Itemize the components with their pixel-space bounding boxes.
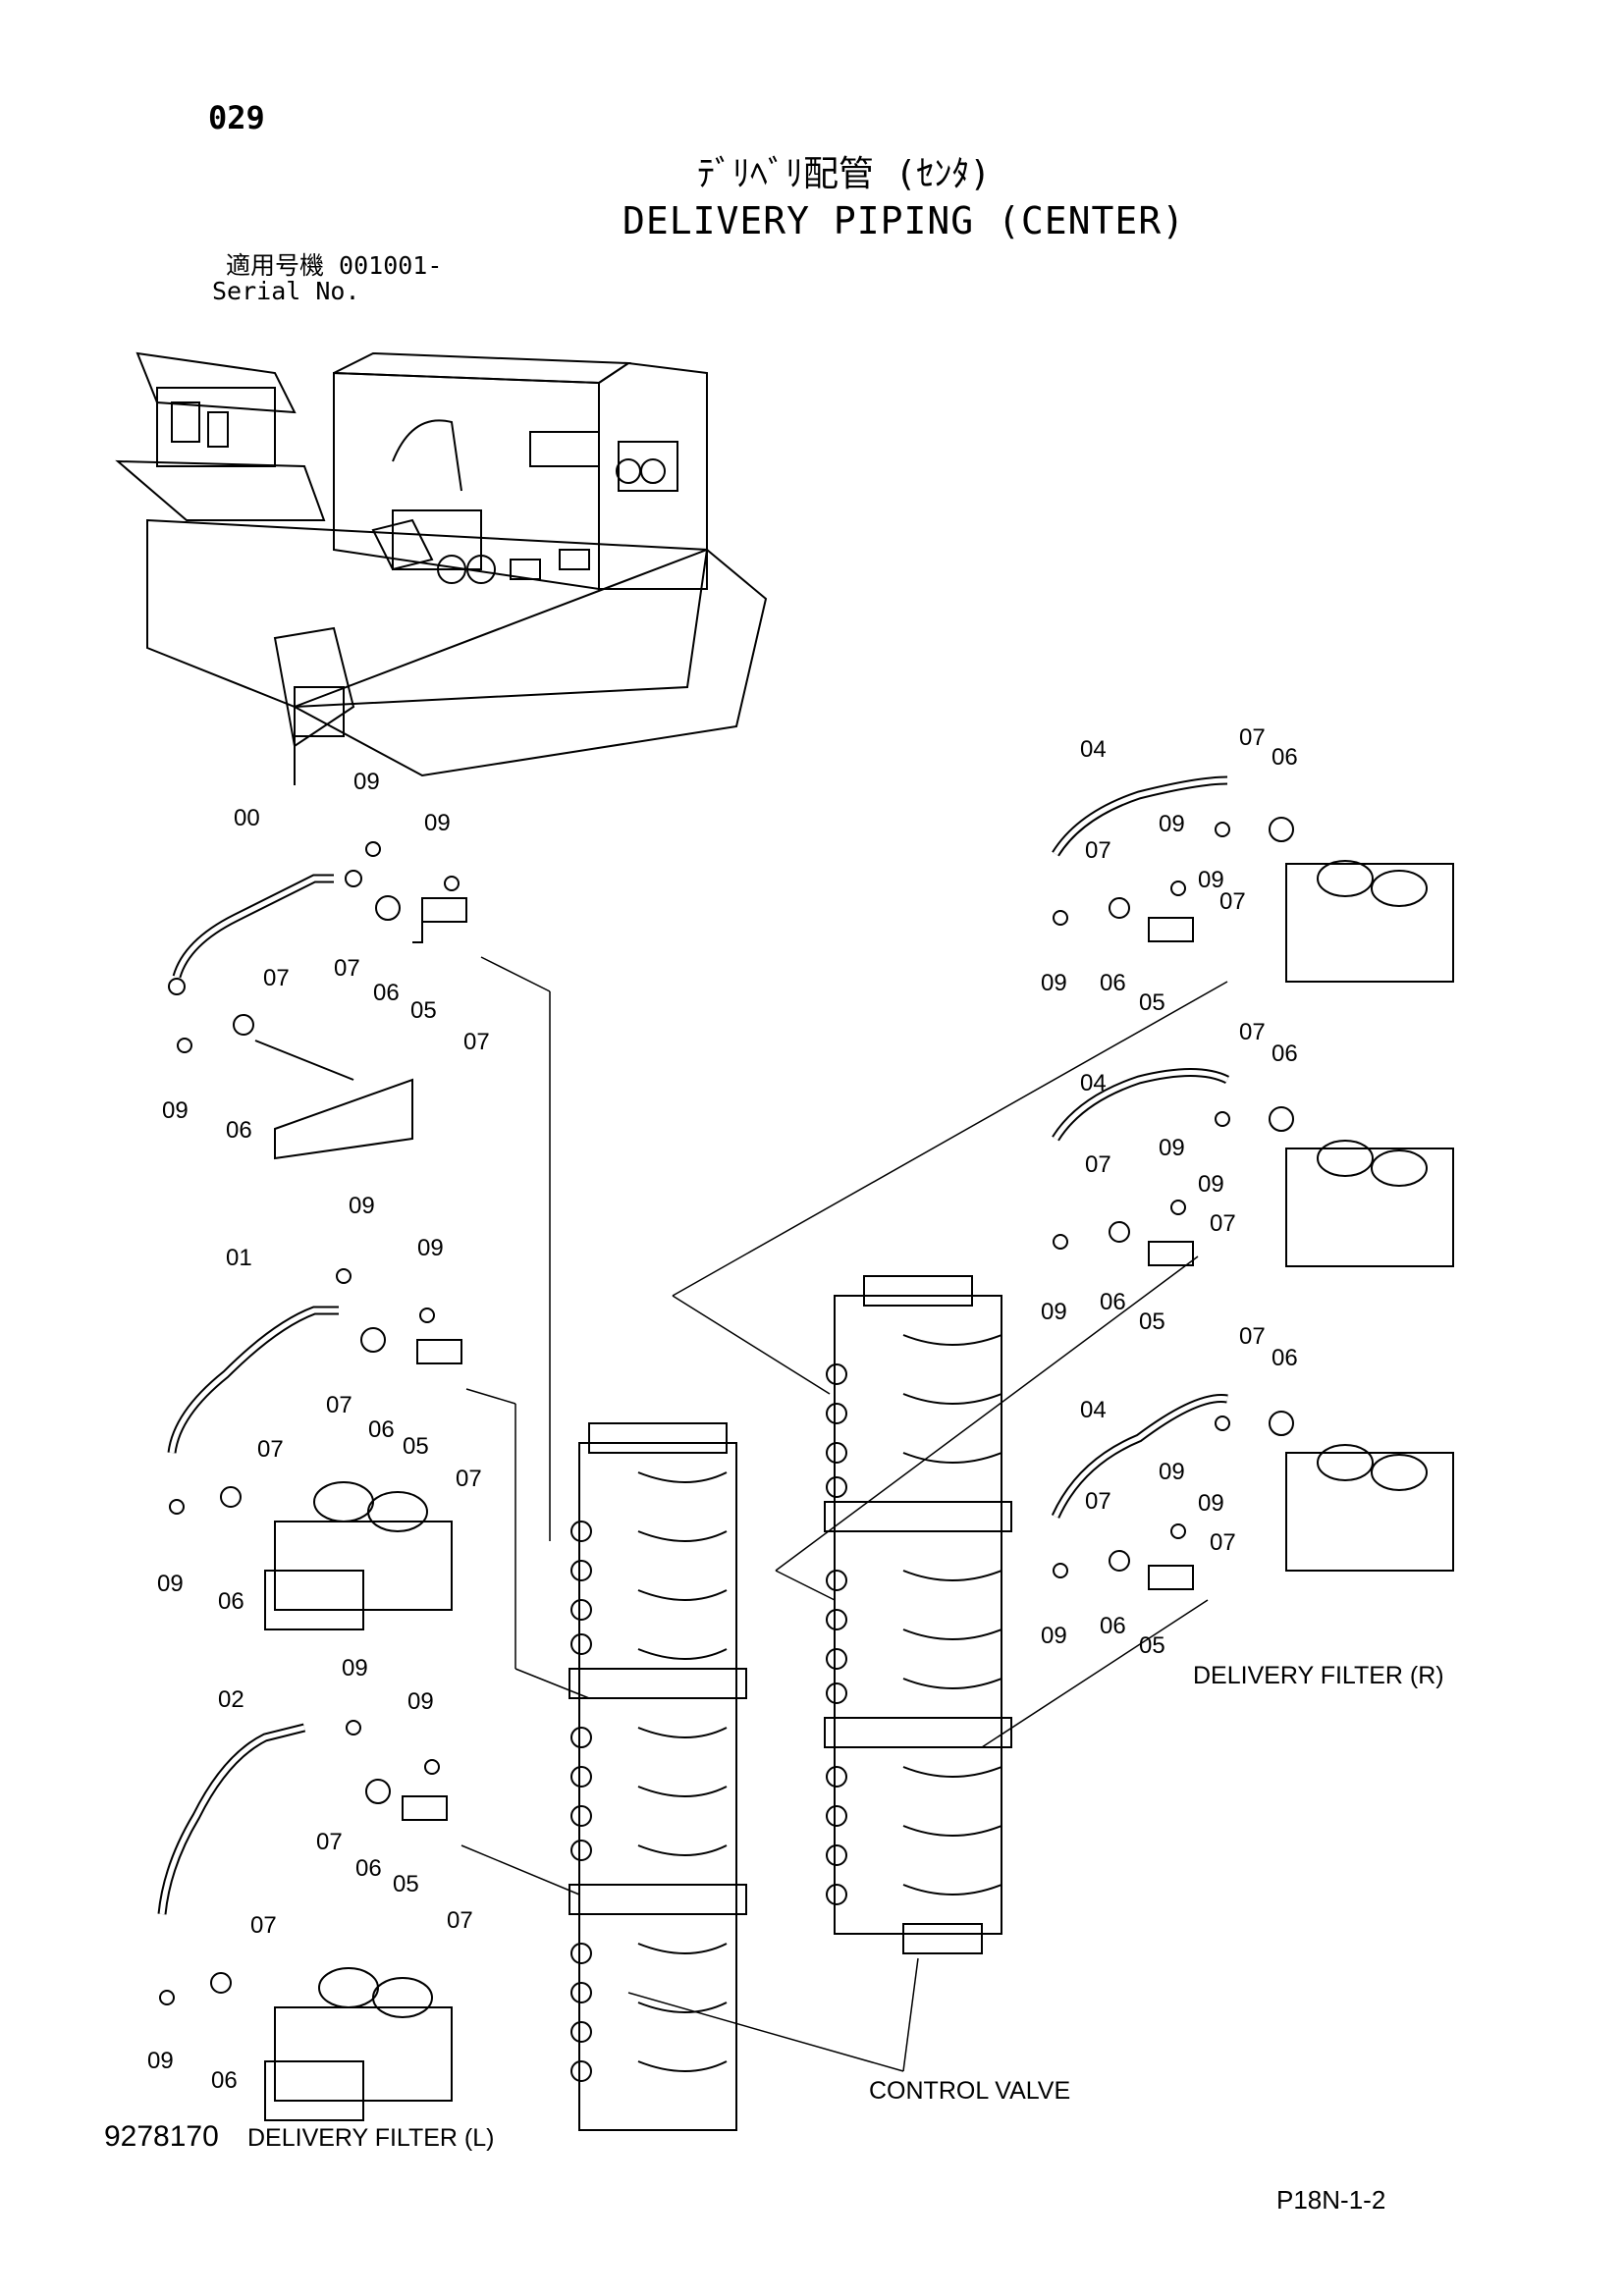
callout: 07 — [1210, 1529, 1236, 1556]
callout: 09 — [342, 1655, 368, 1682]
callout: 07 — [257, 1436, 284, 1463]
callout: 00 — [234, 805, 260, 831]
callout: 07 — [1219, 888, 1246, 915]
callout: 06 — [368, 1416, 395, 1443]
document-code: P18N-1-2 — [1276, 2185, 1386, 2215]
callout: 09 — [417, 1235, 444, 1261]
callout: 07 — [326, 1392, 352, 1418]
callout: 06 — [1272, 1041, 1298, 1067]
callout: 09 — [1041, 1299, 1067, 1325]
callout: 07 — [1239, 724, 1266, 751]
callout: 07 — [1239, 1019, 1266, 1045]
serial-no-label: Serial No. — [212, 277, 360, 305]
label-delivery-filter-l: DELIVERY FILTER (L) — [247, 2124, 495, 2152]
callout: 07 — [263, 965, 290, 991]
callout: 07 — [1210, 1210, 1236, 1237]
pipe-assembly-01 — [167, 1268, 462, 1630]
callout: 09 — [1041, 970, 1067, 996]
callout: 07 — [1085, 837, 1111, 864]
callout: 07 — [456, 1466, 482, 1492]
callout: 02 — [218, 1686, 244, 1713]
callout: 09 — [1159, 1459, 1185, 1485]
callout: 06 — [355, 1855, 382, 1882]
callout: 04 — [1080, 736, 1107, 763]
callout: 09 — [349, 1193, 375, 1219]
machine-overview-illustration — [115, 351, 768, 785]
callout: 06 — [1100, 1289, 1126, 1315]
part-number: 9278170 — [104, 2120, 219, 2153]
callout: 04 — [1080, 1070, 1107, 1096]
callout: 01 — [226, 1245, 252, 1271]
callout: 07 — [1239, 1323, 1266, 1350]
callout: 06 — [1100, 1613, 1126, 1639]
callout: 07 — [1085, 1488, 1111, 1515]
callout: 07 — [316, 1829, 343, 1855]
callout: 09 — [1198, 867, 1224, 893]
callout: 06 — [1272, 744, 1298, 771]
callout: 09 — [1198, 1171, 1224, 1198]
callout: 05 — [410, 997, 437, 1024]
page-title: DELIVERY PIPING (CENTER) — [623, 199, 1186, 242]
pipe-assembly-04-top — [1052, 775, 1454, 983]
callout: 07 — [250, 1912, 277, 1939]
pipe-assembly-02 — [157, 1720, 453, 2121]
callout: 06 — [211, 2067, 238, 2094]
pipe-assembly-04-bottom — [1051, 1394, 1454, 1590]
callout: 06 — [373, 980, 400, 1006]
callout: 05 — [1139, 1632, 1165, 1659]
callout: 09 — [353, 769, 380, 795]
serial-applicability: 適用号機 001001- — [226, 251, 443, 280]
callout: 07 — [334, 955, 360, 982]
callout: 09 — [1198, 1490, 1224, 1517]
callout: 09 — [147, 2048, 174, 2074]
title-japanese: ﾃﾞﾘﾍﾞﾘ配管 (ｾﾝﾀ) — [697, 154, 992, 194]
callout: 05 — [1139, 989, 1165, 1016]
pipe-assembly-04-middle — [1052, 1068, 1454, 1267]
callout: 07 — [1085, 1151, 1111, 1178]
callout: 09 — [1159, 1135, 1185, 1161]
callout: 06 — [226, 1117, 252, 1144]
control-valve-right — [824, 1275, 1012, 1954]
page-number: 029 — [208, 99, 265, 136]
callout: 04 — [1080, 1397, 1107, 1423]
callout: 05 — [393, 1871, 419, 1897]
callout: 09 — [1041, 1623, 1067, 1649]
callout: 05 — [1139, 1308, 1165, 1335]
callout: 09 — [1159, 811, 1185, 837]
control-valve-left — [568, 1422, 747, 2131]
pipe-assembly-00 — [168, 841, 467, 1160]
callout: 07 — [447, 1907, 473, 1934]
label-delivery-filter-r: DELIVERY FILTER (R) — [1193, 1662, 1444, 1689]
label-control-valve: CONTROL VALVE — [869, 2077, 1071, 2105]
callout: 06 — [1272, 1345, 1298, 1371]
callout: 07 — [463, 1029, 490, 1055]
callout: 06 — [1100, 970, 1126, 996]
callout: 06 — [218, 1588, 244, 1615]
callout: 09 — [424, 810, 451, 836]
callout: 05 — [403, 1433, 429, 1460]
callout: 09 — [157, 1571, 184, 1597]
connection-lines — [460, 956, 1228, 2072]
callout: 09 — [162, 1097, 189, 1124]
callout: 09 — [407, 1688, 434, 1715]
